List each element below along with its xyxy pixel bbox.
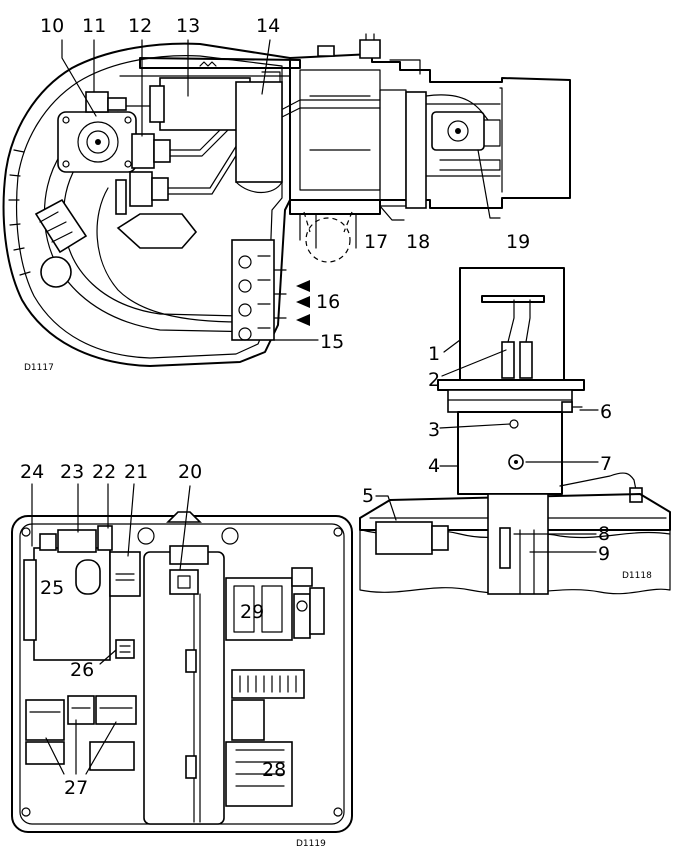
- callout-17: 17: [364, 231, 388, 253]
- labels-fig2: 1 2 3 4 5 6 7 8 9 D1118: [362, 343, 652, 581]
- callout-5: 5: [362, 485, 374, 507]
- callout-3: 3: [428, 419, 440, 441]
- callout-4: 4: [428, 455, 440, 477]
- fan-detail-drawing: [359, 267, 671, 595]
- leader-lines-fig2: [375, 339, 599, 553]
- pump: [57, 91, 137, 173]
- callout-23: 23: [60, 461, 84, 483]
- callout-24: 24: [20, 461, 44, 483]
- callout-6: 6: [600, 401, 612, 423]
- callout-10: 10: [40, 15, 64, 37]
- callout-1: 1: [428, 343, 440, 365]
- labels-fig1: 10 11 12 13 14 15 16 17 18 19 D1117: [24, 15, 530, 373]
- callout-20: 20: [178, 461, 202, 483]
- control-panel-drawing: [11, 511, 353, 833]
- callout-9: 9: [598, 543, 610, 565]
- callout-8: 8: [598, 523, 610, 545]
- callout-26: 26: [70, 659, 94, 681]
- callout-7: 7: [600, 453, 612, 475]
- callout-22: 22: [92, 461, 116, 483]
- callout-2: 2: [428, 369, 440, 391]
- callout-11: 11: [82, 15, 106, 37]
- callout-14: 14: [256, 15, 280, 37]
- callout-12: 12: [128, 15, 152, 37]
- callout-29: 29: [240, 601, 264, 623]
- callout-18: 18: [406, 231, 430, 253]
- callout-28: 28: [262, 759, 286, 781]
- figure-code-d1118: D1118: [622, 571, 652, 581]
- leader-lines-fig1: [61, 39, 501, 341]
- callout-19: 19: [506, 231, 530, 253]
- callout-25: 25: [40, 577, 64, 599]
- burner-section-drawing: [2, 33, 571, 367]
- leader-lines-fig3: [31, 483, 191, 775]
- labels-fig3: 24 23 22 21 20 25 26 27 28 29 D1119: [20, 461, 326, 848]
- callout-15: 15: [320, 331, 344, 353]
- callout-13: 13: [176, 15, 200, 37]
- figure-code-d1117: D1117: [24, 363, 54, 373]
- figure-code-d1119: D1119: [296, 839, 326, 848]
- callout-16: 16: [316, 291, 340, 313]
- callout-21: 21: [124, 461, 148, 483]
- callout-27: 27: [64, 777, 88, 799]
